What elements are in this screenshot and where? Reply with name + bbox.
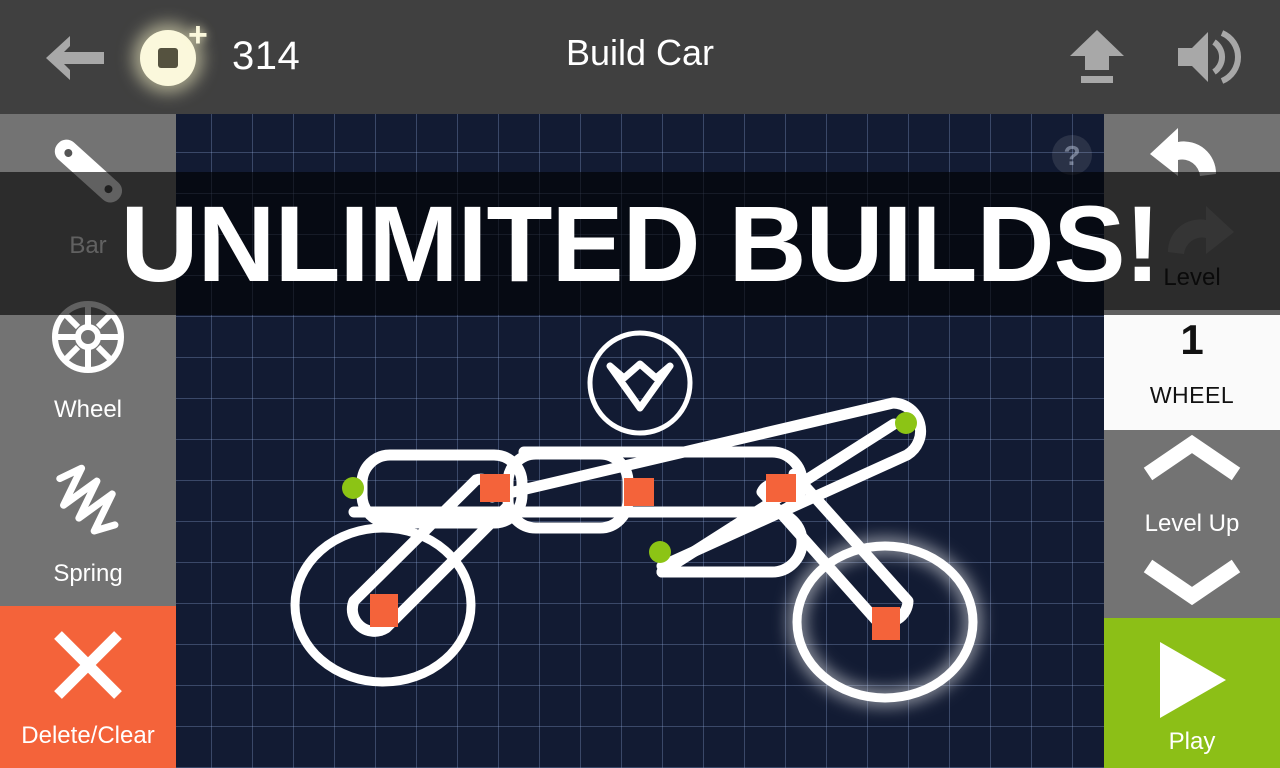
vehicle-build: [290, 330, 978, 703]
bar-diagonal-upper[interactable]: [486, 397, 927, 572]
joint-orange[interactable]: [766, 474, 796, 502]
coin-inner-square: [158, 48, 178, 68]
tool-label-spring: Spring: [53, 560, 123, 587]
back-button[interactable]: [40, 30, 110, 86]
top-bar: + 314 Build Car: [0, 0, 1280, 114]
page-title: Build Car: [565, 32, 715, 73]
level-up-label: Level Up: [1144, 510, 1240, 537]
coin-plus-icon: +: [188, 16, 208, 54]
play-button[interactable]: Play: [1104, 618, 1280, 768]
joint-green[interactable]: [342, 477, 364, 499]
promo-overlay[interactable]: [0, 172, 1280, 315]
wheel-left[interactable]: [290, 523, 476, 687]
delete-icon-holder: [0, 622, 176, 708]
upload-button[interactable]: [1064, 26, 1130, 88]
back-arrow-icon: [46, 36, 104, 80]
undo-button[interactable]: [1104, 114, 1280, 192]
close-x-icon: [54, 631, 122, 699]
chevron-down-icon: [1143, 559, 1241, 606]
tool-item-delete-clear[interactable]: Delete/Clear: [0, 606, 176, 768]
joint-orange[interactable]: [480, 474, 510, 502]
promo-text: UNLIMITED BUILDS!: [120, 183, 1161, 304]
tool-item-spring[interactable]: Spring: [0, 442, 176, 606]
wheel-right[interactable]: [792, 541, 978, 703]
undo-arrow-icon: [1150, 128, 1217, 176]
level-number: 1: [1180, 316, 1204, 363]
upload-icon: [1070, 30, 1124, 83]
play-label: Play: [1168, 728, 1216, 755]
level-down-button[interactable]: [1104, 548, 1280, 612]
help-button[interactable]: ?: [1052, 135, 1092, 175]
level-display: 1 WHEEL: [1104, 310, 1280, 430]
question-mark-icon: ?: [1063, 140, 1081, 171]
coin-count: 314: [232, 34, 301, 78]
sound-toggle-button[interactable]: [1172, 26, 1244, 88]
tool-label-wheel: Wheel: [53, 396, 123, 423]
play-triangle-icon: [1160, 642, 1226, 718]
chevron-up-icon: [1143, 434, 1241, 481]
heart-goal-icon: [587, 330, 693, 436]
coin-balance[interactable]: + 314: [140, 16, 320, 94]
tool-label-delete-clear: Delete/Clear: [21, 722, 155, 749]
joint-green[interactable]: [895, 412, 917, 434]
joint-orange[interactable]: [370, 594, 398, 627]
spring-icon: [56, 464, 119, 535]
joint-green[interactable]: [649, 541, 671, 563]
joint-orange[interactable]: [624, 478, 654, 506]
level-up-button[interactable]: [1104, 430, 1280, 494]
level-type: WHEEL: [1149, 382, 1235, 408]
coin-icon: [140, 30, 196, 86]
spring-icon-holder: [0, 458, 176, 544]
joint-orange[interactable]: [872, 607, 900, 640]
sound-on-icon: [1178, 30, 1241, 84]
